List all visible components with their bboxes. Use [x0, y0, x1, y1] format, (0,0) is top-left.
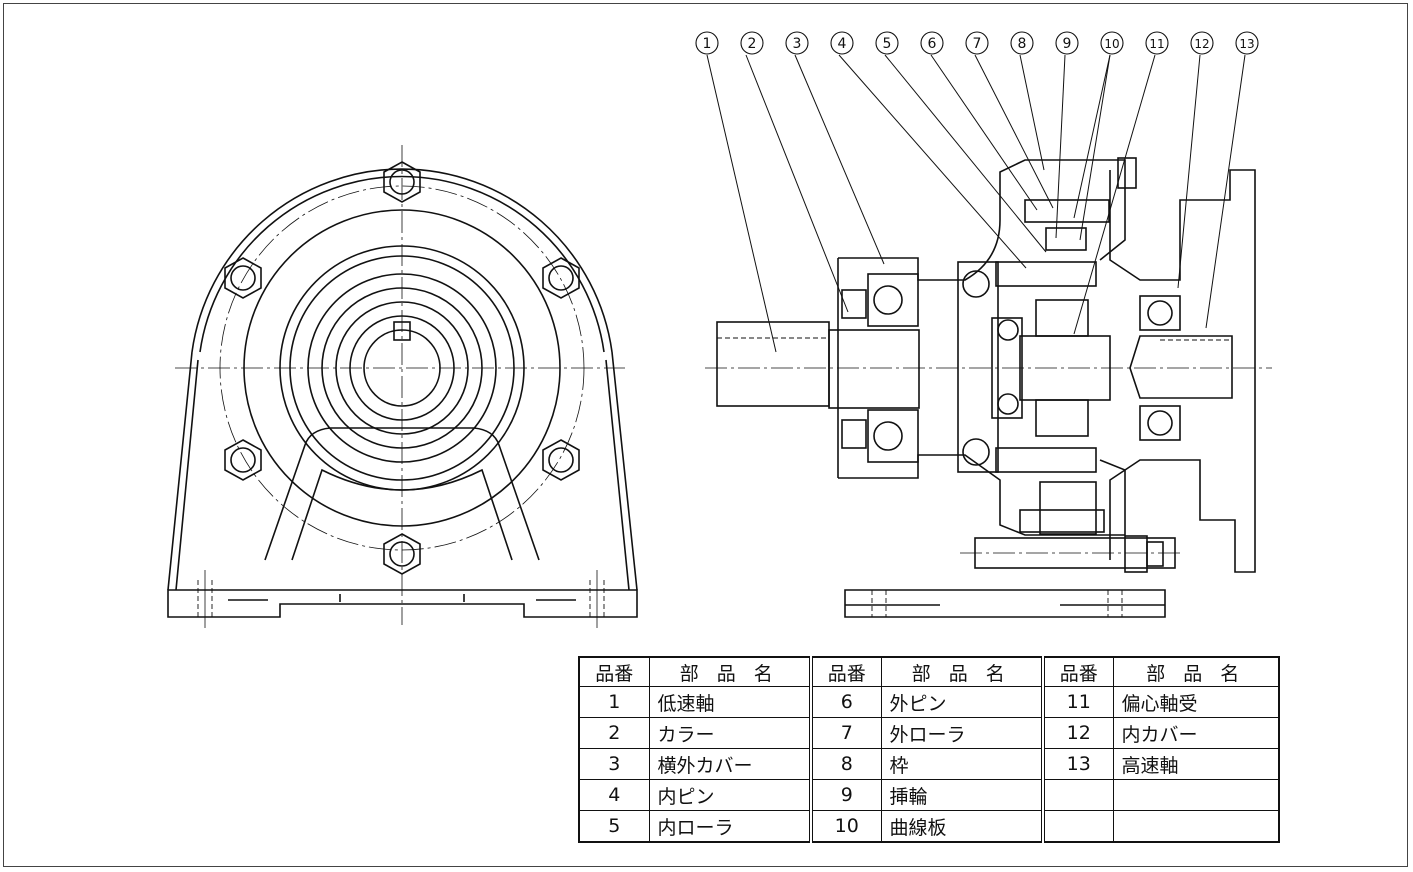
part-name	[1112, 810, 1280, 843]
callout-9: 9	[1063, 36, 1072, 52]
header-no: 品番	[578, 656, 650, 687]
part-no: 3	[578, 748, 650, 780]
callout-balloons	[695, 31, 1259, 55]
part-name: 横外カバー	[648, 748, 812, 780]
callout-10: 10	[1104, 37, 1119, 51]
table-row: 5 内ローラ 10 曲線板	[578, 810, 1280, 843]
part-no	[1041, 779, 1114, 811]
leader-lines	[706, 54, 1246, 353]
part-name: 内ローラ	[648, 810, 812, 843]
section-view	[705, 157, 1272, 618]
callout-2: 2	[748, 36, 757, 52]
part-name: 高速軸	[1112, 748, 1280, 780]
header-no: 品番	[1041, 656, 1114, 687]
part-no: 1	[578, 686, 650, 718]
part-no: 6	[809, 686, 882, 718]
part-name: 外ローラ	[880, 717, 1044, 749]
callout-13: 13	[1239, 37, 1254, 51]
part-name	[1112, 779, 1280, 811]
part-no: 10	[809, 810, 882, 843]
callout-1: 1	[703, 36, 712, 52]
header-name: 部 品 名	[648, 656, 812, 687]
part-name: 内カバー	[1112, 717, 1280, 749]
callout-4: 4	[838, 36, 847, 52]
hex-bolt-icon	[224, 161, 580, 575]
part-name: 偏心軸受	[1112, 686, 1280, 718]
header-name: 部 品 名	[1112, 656, 1280, 687]
part-no: 9	[809, 779, 882, 811]
table-row: 1 低速軸 6 外ピン 11 偏心軸受	[578, 686, 1280, 718]
header-no: 品番	[809, 656, 882, 687]
front-view	[167, 145, 638, 628]
part-no: 7	[809, 717, 882, 749]
table-row: 2 カラー 7 外ローラ 12 内カバー	[578, 717, 1280, 749]
callout-8: 8	[1018, 36, 1027, 52]
part-name: 外ピン	[880, 686, 1044, 718]
callout-7: 7	[973, 36, 982, 52]
drawing-frame	[3, 3, 1408, 867]
part-no: 2	[578, 717, 650, 749]
part-name: 低速軸	[648, 686, 812, 718]
part-no: 8	[809, 748, 882, 780]
part-no: 13	[1041, 748, 1114, 780]
parts-list-table: 品番 部 品 名 品番 部 品 名 品番 部 品 名 1 低速軸 6 外ピン 1…	[578, 656, 1280, 843]
table-row: 4 内ピン 9 挿輪	[578, 779, 1280, 811]
header-name: 部 品 名	[880, 656, 1044, 687]
part-no: 4	[578, 779, 650, 811]
part-no: 11	[1041, 686, 1114, 718]
part-name: 曲線板	[880, 810, 1044, 843]
part-no: 12	[1041, 717, 1114, 749]
part-name: 枠	[880, 748, 1044, 780]
table-header-row: 品番 部 品 名 品番 部 品 名 品番 部 品 名	[578, 656, 1280, 687]
part-name: カラー	[648, 717, 812, 749]
callout-3: 3	[793, 36, 802, 52]
callout-5: 5	[883, 36, 892, 52]
part-no	[1041, 810, 1114, 843]
table-row: 3 横外カバー 8 枠 13 高速軸	[578, 748, 1280, 780]
part-no: 5	[578, 810, 650, 843]
part-name: 挿輪	[880, 779, 1044, 811]
part-name: 内ピン	[648, 779, 812, 811]
callout-6: 6	[928, 36, 937, 52]
callout-11: 11	[1149, 37, 1164, 51]
callout-12: 12	[1194, 37, 1209, 51]
